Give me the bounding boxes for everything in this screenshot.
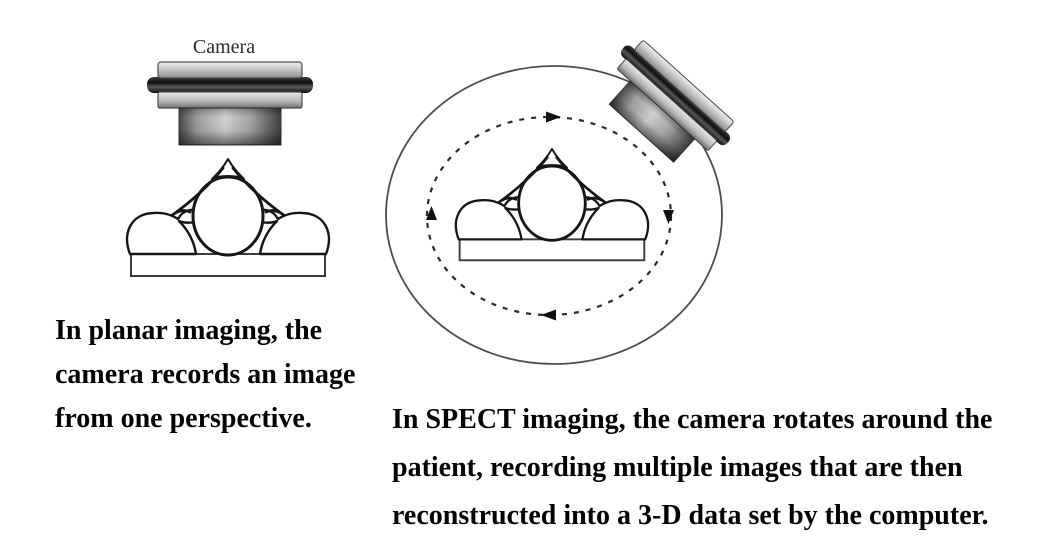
rotation-arrow-left-icon — [426, 206, 437, 220]
gamma-camera-icon — [146, 61, 314, 146]
spect-imaging-caption: In SPECT imaging, the camera rotates aro… — [392, 404, 993, 531]
rotation-arrow-top-icon — [546, 111, 561, 123]
patient-on-table-icon — [454, 147, 650, 262]
rotated-gamma-camera-icon — [588, 33, 742, 181]
camera-label: Camera — [192, 36, 256, 58]
planar-imaging-caption: In planar imaging, the camera records an… — [55, 315, 356, 434]
rotation-arrow-right-icon — [663, 210, 674, 224]
clockwise-rotation-arrow-icons — [426, 111, 674, 321]
rotation-arrow-bottom-icon — [541, 309, 556, 321]
gantry-circle-icon — [385, 65, 723, 365]
patient-on-table-icon — [125, 157, 331, 278]
